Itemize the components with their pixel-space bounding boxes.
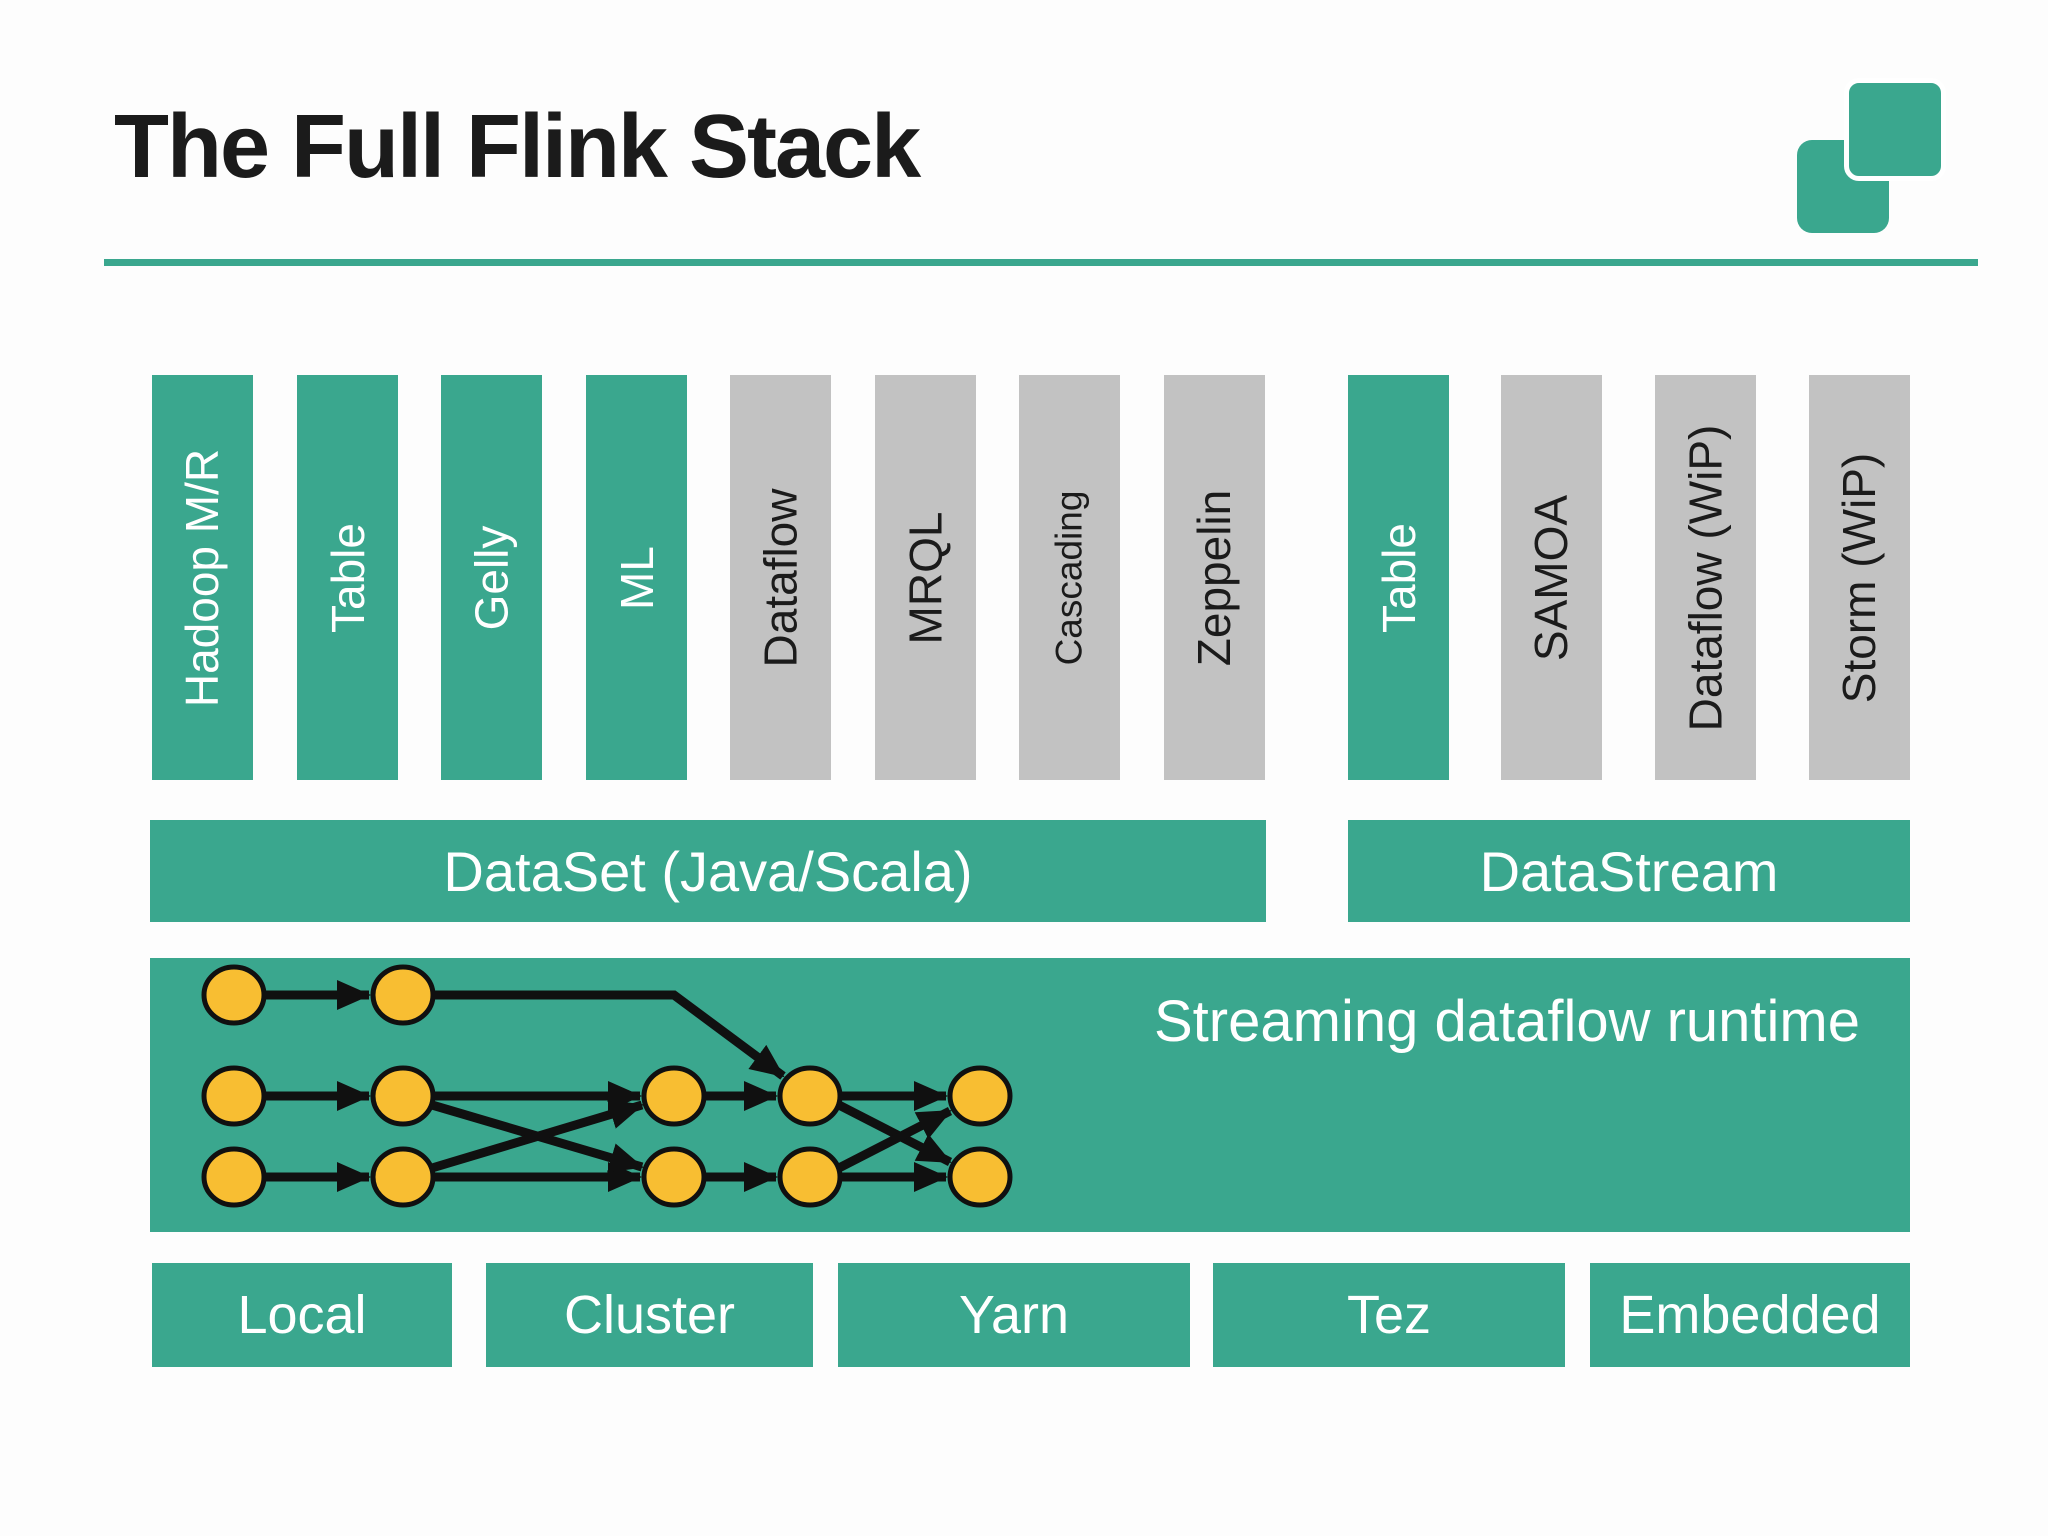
dataset-api-layer: DataSet (Java/Scala) xyxy=(150,820,1266,922)
deploy-cluster: Cluster xyxy=(486,1263,813,1367)
bar-cascading: Cascading xyxy=(1019,375,1120,780)
bar-storm-wip: Storm (WiP) xyxy=(1809,375,1910,780)
bar-samoa: SAMOA xyxy=(1501,375,1602,780)
title-divider xyxy=(104,259,1978,266)
deploy-embedded: Embedded xyxy=(1590,1263,1910,1367)
runtime-box: Streaming dataflow runtime xyxy=(150,958,1910,1232)
datastream-api-layer: DataStream xyxy=(1348,820,1910,922)
bar-hadoop-mr: Hadoop M/R xyxy=(152,375,253,780)
bar-dataflow-wip: Dataflow (WiP) xyxy=(1655,375,1756,780)
runtime-label: Streaming dataflow runtime xyxy=(1154,989,1860,1054)
bar-dataflow: Dataflow xyxy=(730,375,831,780)
flink-squares-logo xyxy=(1795,78,1947,235)
bar-mrql: MRQL xyxy=(875,375,976,780)
bar-gelly: Gelly xyxy=(441,375,542,780)
deploy-local: Local xyxy=(152,1263,452,1367)
logo-front-square xyxy=(1844,78,1946,181)
bar-zeppelin: Zeppelin xyxy=(1164,375,1265,780)
bar-ml: ML xyxy=(586,375,687,780)
deploy-yarn: Yarn xyxy=(838,1263,1190,1367)
bar-table-batch: Table xyxy=(297,375,398,780)
bar-table-stream: Table xyxy=(1348,375,1449,780)
deploy-tez: Tez xyxy=(1213,1263,1565,1367)
dataflow-graph-illustration xyxy=(201,964,1013,1208)
page-title: The Full Flink Stack xyxy=(114,97,921,197)
